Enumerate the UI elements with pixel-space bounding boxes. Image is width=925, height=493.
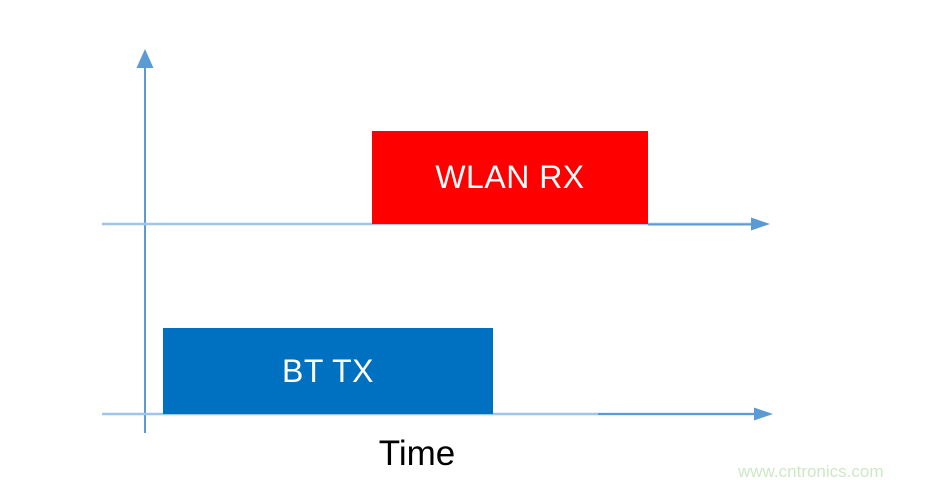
top-axis-arrowhead-icon <box>751 217 770 231</box>
bottom-axis-arrowhead-icon <box>754 407 773 421</box>
wlan-rx-bar-label: WLAN RX <box>435 159 585 195</box>
y-axis-arrowhead-icon <box>136 49 154 68</box>
x-axis-label: Time <box>378 434 456 473</box>
wlan-rx-bar: WLAN RX <box>372 131 648 224</box>
watermark: www.cntronics.com <box>738 462 884 481</box>
bt-tx-bar-label: BT TX <box>281 352 374 389</box>
bt-tx-bar: BT TX <box>163 328 493 414</box>
